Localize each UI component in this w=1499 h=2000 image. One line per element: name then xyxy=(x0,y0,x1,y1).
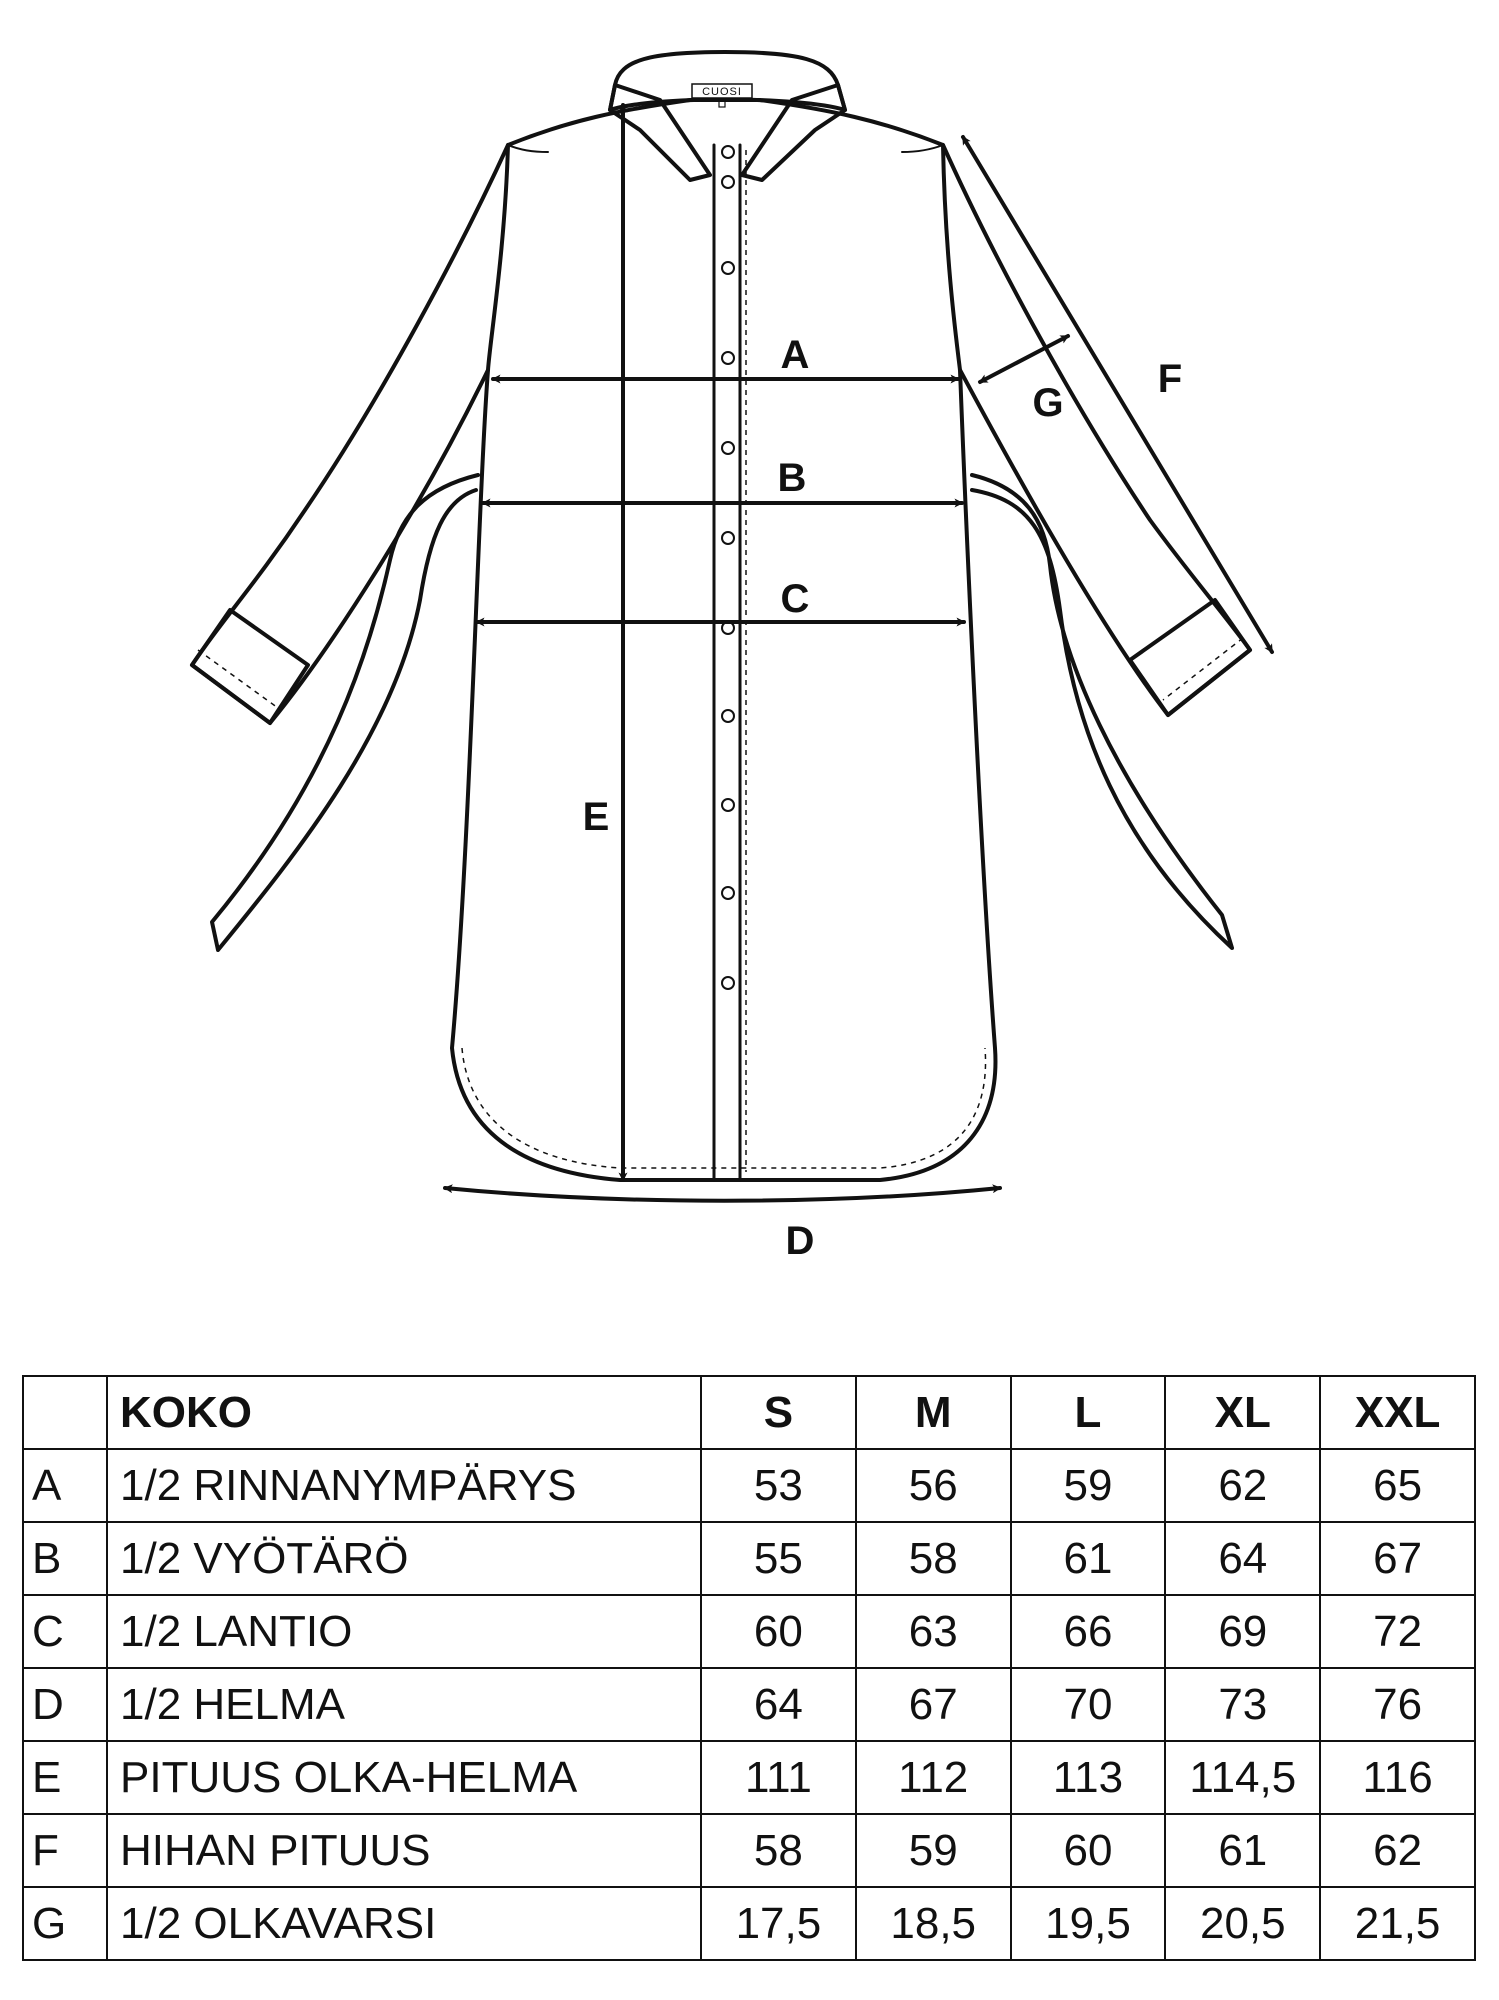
row-value: 55 xyxy=(700,1521,857,1596)
row-value: 59 xyxy=(1009,1448,1167,1523)
row-value: 62 xyxy=(1164,1448,1322,1523)
button xyxy=(721,441,735,455)
collar-band xyxy=(608,50,847,112)
row-value: 64 xyxy=(700,1667,857,1742)
button xyxy=(721,175,735,189)
row-value: 20,5 xyxy=(1164,1886,1322,1961)
header-size-xxl: XXL xyxy=(1319,1375,1476,1450)
shirt-body xyxy=(450,98,998,1182)
header-size-s: S xyxy=(700,1375,857,1450)
measure-d-arrow xyxy=(443,1184,1002,1203)
row-value: 61 xyxy=(1009,1521,1167,1596)
row-value: 63 xyxy=(854,1594,1012,1669)
button xyxy=(721,709,735,723)
row-value: 73 xyxy=(1164,1667,1322,1742)
label-d: D xyxy=(786,1219,815,1263)
right-sleeve xyxy=(941,143,1252,717)
row-code: B xyxy=(22,1521,108,1596)
right-cuff xyxy=(1128,598,1252,717)
button xyxy=(721,351,735,365)
left-cuff xyxy=(190,608,310,725)
row-code: C xyxy=(22,1594,108,1669)
label-g: G xyxy=(1032,381,1063,425)
row-value: 67 xyxy=(1319,1521,1476,1596)
row-value: 58 xyxy=(700,1813,857,1888)
label-c: C xyxy=(781,577,810,621)
header-code-cell xyxy=(22,1375,108,1450)
row-value: 72 xyxy=(1319,1594,1476,1669)
buttons xyxy=(721,145,735,990)
row-value: 67 xyxy=(854,1667,1012,1742)
table-row: C 1/2 LANTIO 60 63 66 69 72 xyxy=(22,1594,1476,1669)
measure-f-arrow xyxy=(961,135,1274,654)
row-value: 76 xyxy=(1319,1667,1476,1742)
row-value: 19,5 xyxy=(1009,1886,1167,1961)
table-row: F HIHAN PITUUS 58 59 60 61 62 xyxy=(22,1813,1476,1888)
table-row: A 1/2 RINNANYMPÄRYS 53 56 59 62 65 xyxy=(22,1448,1476,1523)
row-value: 112 xyxy=(854,1740,1012,1815)
row-value: 17,5 xyxy=(700,1886,857,1961)
row-value: 66 xyxy=(1009,1594,1167,1669)
row-code: A xyxy=(22,1448,108,1523)
row-value: 116 xyxy=(1319,1740,1476,1815)
row-name: 1/2 RINNANYMPÄRYS xyxy=(106,1448,702,1523)
row-value: 65 xyxy=(1319,1448,1476,1523)
belt-tie-right xyxy=(970,473,1234,950)
row-value: 59 xyxy=(854,1813,1012,1888)
row-name: 1/2 HELMA xyxy=(106,1667,702,1742)
row-code: D xyxy=(22,1667,108,1742)
row-code: E xyxy=(22,1740,108,1815)
row-value: 111 xyxy=(700,1740,857,1815)
label-b: B xyxy=(778,456,807,500)
button xyxy=(721,145,735,159)
row-value: 60 xyxy=(1009,1813,1167,1888)
table-header-row: KOKO S M L XL XXL xyxy=(22,1375,1476,1450)
button xyxy=(721,886,735,900)
table-row: E PITUUS OLKA-HELMA 111 112 113 114,5 11… xyxy=(22,1740,1476,1815)
header-size-xl: XL xyxy=(1164,1375,1322,1450)
row-value: 60 xyxy=(700,1594,857,1669)
row-name: HIHAN PITUUS xyxy=(106,1813,702,1888)
button xyxy=(721,531,735,545)
label-f: F xyxy=(1158,357,1182,401)
row-value: 69 xyxy=(1164,1594,1322,1669)
row-value: 70 xyxy=(1009,1667,1167,1742)
row-value: 58 xyxy=(854,1521,1012,1596)
row-code: G xyxy=(22,1886,108,1961)
row-name: PITUUS OLKA-HELMA xyxy=(106,1740,702,1815)
table-row: G 1/2 OLKAVARSI 17,5 18,5 19,5 20,5 21,5 xyxy=(22,1886,1476,1961)
row-value: 64 xyxy=(1164,1521,1322,1596)
row-value: 21,5 xyxy=(1319,1886,1476,1961)
row-value: 18,5 xyxy=(854,1886,1012,1961)
row-value: 114,5 xyxy=(1164,1740,1322,1815)
table-row: B 1/2 VYÖTÄRÖ 55 58 61 64 67 xyxy=(22,1521,1476,1596)
measure-g-arrow xyxy=(978,334,1070,384)
button xyxy=(721,798,735,812)
size-table: KOKO S M L XL XXL A 1/2 RINNANYMPÄRYS 53… xyxy=(22,1375,1476,1961)
button xyxy=(721,976,735,990)
table-row: D 1/2 HELMA 64 67 70 73 76 xyxy=(22,1667,1476,1742)
row-code: F xyxy=(22,1813,108,1888)
row-name: 1/2 LANTIO xyxy=(106,1594,702,1669)
collar-right xyxy=(740,83,847,182)
brand-tag: CUOSI xyxy=(702,86,742,98)
left-sleeve xyxy=(190,143,510,725)
row-value: 61 xyxy=(1164,1813,1322,1888)
row-value: 62 xyxy=(1319,1813,1476,1888)
header-size-l: L xyxy=(1009,1375,1167,1450)
label-a: A xyxy=(781,333,810,377)
header-size-m: M xyxy=(854,1375,1012,1450)
row-value: 56 xyxy=(854,1448,1012,1523)
belt-tie-left xyxy=(210,473,480,952)
collar-left xyxy=(608,83,712,182)
row-name: 1/2 VYÖTÄRÖ xyxy=(106,1521,702,1596)
row-value: 113 xyxy=(1009,1740,1167,1815)
shirt-dress-diagram: CUOSI A B C D E F G xyxy=(190,50,1274,1263)
header-size-label: KOKO xyxy=(106,1375,702,1450)
button xyxy=(721,261,735,275)
label-e: E xyxy=(583,795,610,839)
row-value: 53 xyxy=(700,1448,857,1523)
row-name: 1/2 OLKAVARSI xyxy=(106,1886,702,1961)
